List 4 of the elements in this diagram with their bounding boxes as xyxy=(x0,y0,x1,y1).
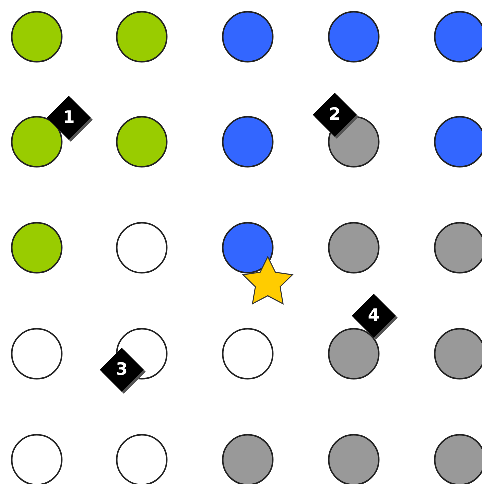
callout-number: 3 xyxy=(116,362,128,378)
callout-number: 4 xyxy=(368,308,380,324)
callout-number: 2 xyxy=(329,106,341,124)
callout-number: 1 xyxy=(63,110,75,126)
